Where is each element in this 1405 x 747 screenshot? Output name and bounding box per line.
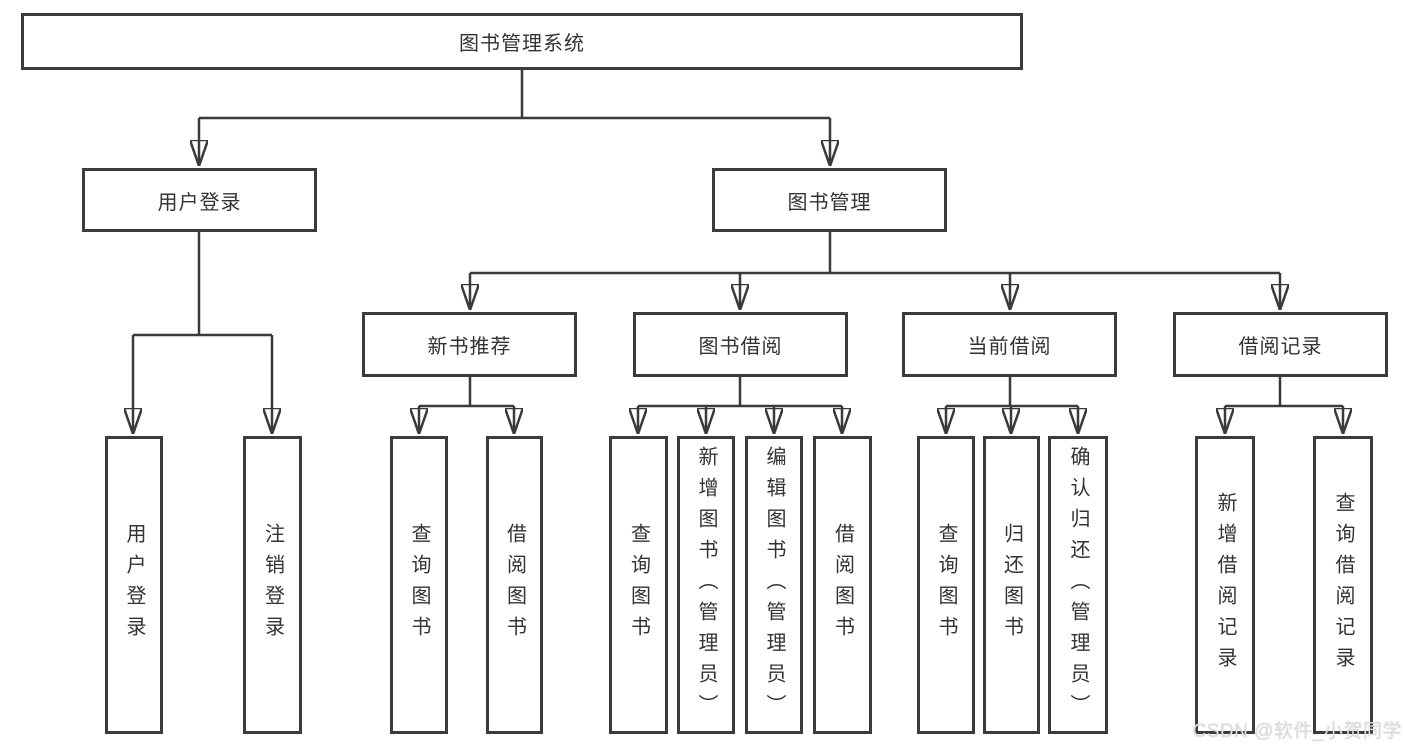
leaf-borrow-query-books-label: 查询图书	[627, 523, 650, 647]
node-book-borrow-label: 图书借阅	[698, 336, 783, 358]
leaf-logout-label: 注销登录	[261, 523, 284, 647]
node-user-login: 用户登录	[82, 168, 317, 232]
leaf-newbook-query-books-label: 查询图书	[408, 523, 430, 647]
leaf-current-query-books: 查询图书	[917, 436, 975, 734]
leaf-borrow-query-books: 查询图书	[609, 436, 668, 734]
leaf-newbook-query-books: 查询图书	[390, 436, 448, 734]
leaf-current-return-books-label: 归还图书	[1000, 523, 1023, 647]
node-current-borrow-label: 当前借阅	[967, 336, 1052, 358]
leaf-borrow-edit-books-admin-label: 编辑图书（管理员）	[763, 445, 785, 725]
node-book-management-label: 图书管理	[787, 191, 872, 214]
leaf-records-query-record-label: 查询借阅记录	[1332, 492, 1354, 678]
node-new-book-recommend-label: 新书推荐	[427, 336, 512, 358]
leaf-logout: 注销登录	[243, 436, 302, 734]
leaf-borrow-add-books-admin-label: 新增图书（管理员）	[695, 445, 717, 725]
node-library-system: 图书管理系统	[21, 13, 1023, 70]
node-user-login-label: 用户登录	[157, 191, 242, 214]
leaf-user-login-label: 用户登录	[123, 523, 145, 647]
leaf-borrow-edit-books-admin: 编辑图书（管理员）	[745, 436, 803, 734]
node-book-borrow: 图书借阅	[633, 312, 848, 377]
leaf-current-return-books: 归还图书	[983, 436, 1040, 734]
leaf-current-confirm-return-admin: 确认归还（管理员）	[1048, 436, 1108, 734]
node-library-system-label: 图书管理系统	[459, 33, 585, 55]
leaf-user-login: 用户登录	[105, 436, 163, 734]
leaf-current-confirm-return-admin-label: 确认归还（管理员）	[1067, 445, 1089, 725]
leaf-newbook-borrow-books-label: 借阅图书	[503, 523, 526, 647]
leaf-borrow-borrow-books: 借阅图书	[813, 436, 872, 734]
leaf-current-query-books-label: 查询图书	[935, 523, 957, 647]
leaf-newbook-borrow-books: 借阅图书	[486, 436, 543, 734]
leaf-borrow-borrow-books-label: 借阅图书	[831, 523, 854, 647]
node-borrow-records: 借阅记录	[1173, 312, 1388, 377]
leaf-records-add-record: 新增借阅记录	[1195, 436, 1255, 734]
leaf-borrow-add-books-admin: 新增图书（管理员）	[677, 436, 735, 734]
node-borrow-records-label: 借阅记录	[1238, 336, 1323, 358]
csdn-watermark: CSDN @软件_小贺同学	[1192, 721, 1402, 742]
leaf-records-add-record-label: 新增借阅记录	[1214, 492, 1236, 678]
node-book-management: 图书管理	[712, 168, 947, 232]
node-new-book-recommend: 新书推荐	[362, 312, 577, 377]
leaf-records-query-record: 查询借阅记录	[1313, 436, 1373, 734]
node-current-borrow: 当前借阅	[902, 312, 1117, 377]
